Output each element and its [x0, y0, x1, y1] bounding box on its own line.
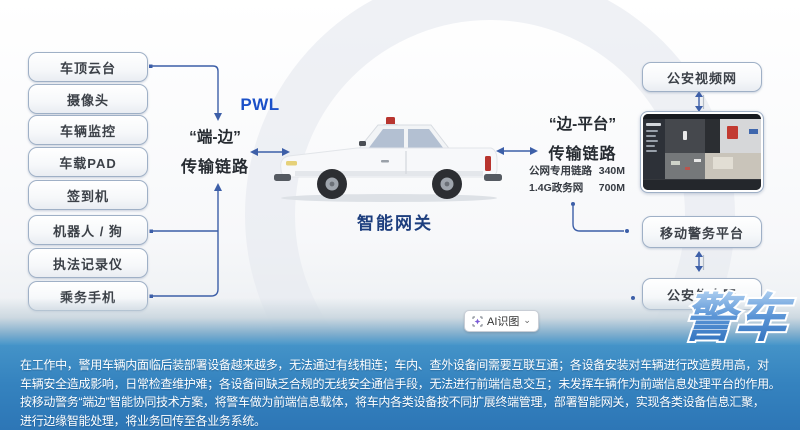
ai-scan-icon	[472, 315, 483, 327]
car-rear-window	[408, 129, 444, 149]
device-label: 签到机	[66, 188, 109, 204]
gateway-label: 智能网关	[357, 214, 433, 233]
node-mobile-police-platform: 移动警务平台	[642, 216, 762, 248]
video-pane-2	[705, 119, 761, 153]
description-line: 按移动警务“端边”智能协同技术方案，将警车做为前端信息载体，将车内各类设备按不同…	[20, 395, 765, 409]
car-tail-light	[485, 156, 491, 171]
platform-link-subtitle: 传输链路	[548, 146, 617, 163]
bandwidth-value: 340M	[598, 165, 625, 177]
police-car-illustration	[274, 117, 502, 202]
app-toolbar	[643, 114, 761, 119]
bandwidth-name: 1.4G政务网	[529, 182, 584, 194]
car-skirt	[295, 171, 483, 176]
node-label: 公安视频网	[666, 70, 737, 86]
police-beacon	[386, 117, 395, 126]
pwl-label: PWL	[240, 95, 280, 114]
edge-link-title: “端-边”	[189, 129, 241, 146]
description-line: 车辆安全造成影响，日常检查维护难；各设备间缺乏合规的无线安全通信手段，无法进行前…	[20, 376, 781, 391]
car-ground-shadow	[281, 194, 497, 202]
device-box-body-camera: 执法记录仪	[28, 248, 148, 278]
device-box-signin-machine: 签到机	[28, 180, 148, 210]
app-timeline	[643, 179, 761, 190]
video-pane-3	[665, 153, 705, 179]
node-label: 移动警务平台	[659, 225, 744, 241]
device-box-vehicle-monitor: 车辆监控	[28, 115, 148, 145]
bandwidth-row: 公网专用链路 340M	[529, 163, 625, 180]
police-car-logo: 警车	[679, 288, 798, 350]
red-truck	[727, 126, 738, 139]
bandwidth-name: 公网专用链路	[529, 165, 592, 177]
device-box-roof-gimbal: 车顶云台	[28, 52, 148, 82]
ai-badge-label: AI识图	[487, 316, 520, 328]
video-wall-screenshot	[640, 111, 764, 193]
device-label: 摄像头	[66, 92, 109, 108]
car-rear-wheel	[432, 169, 462, 199]
car-front-bumper	[274, 174, 291, 181]
link-bandwidth-table: 公网专用链路 340M 1.4G政务网 700M	[529, 163, 625, 197]
car-rear-bumper	[484, 174, 502, 181]
device-label: 车辆监控	[59, 123, 116, 139]
description-line: 进行边缘智能处理，将业务回传至各业务系统。	[20, 413, 266, 428]
device-label: 车顶云台	[59, 60, 116, 76]
car-headlight	[286, 161, 297, 166]
device-label: 车载PAD	[59, 155, 117, 171]
chevron-down-icon[interactable]: ⌄	[523, 314, 531, 325]
app-sidebar	[643, 119, 665, 180]
description-line: 在工作中，警用车辆内面临后装部署设备越来越多，无法通过有线相连；车内、查外设备间…	[20, 358, 769, 372]
logo-text: 警车	[681, 290, 796, 348]
device-box-robot-dog: 机器人 / 狗	[28, 215, 148, 245]
car-mirror	[359, 141, 366, 146]
device-box-crew-phone: 乘务手机	[28, 281, 148, 311]
device-label: 机器人 / 狗	[53, 223, 123, 239]
video-pane-1	[665, 119, 705, 153]
bandwidth-row: 1.4G政务网 700M	[529, 180, 625, 197]
device-box-camera: 摄像头	[28, 84, 148, 114]
video-pane-4	[705, 153, 761, 179]
car-front-window	[368, 129, 404, 149]
node-public-security-video-network: 公安视频网	[642, 62, 762, 92]
platform-link-title: “边-平台”	[548, 116, 617, 133]
device-box-vehicle-pad: 车载PAD	[28, 147, 148, 177]
surveillance-app-thumbnail	[643, 114, 761, 190]
ai-recognition-badge[interactable]: AI识图 ⌄	[464, 310, 539, 332]
edge-link-subtitle: 传输链路	[180, 159, 249, 176]
device-label: 执法记录仪	[52, 256, 123, 272]
description-panel: 在工作中，警用车辆内面临后装部署设备越来越多，无法通过有线相连；车内、查外设备间…	[0, 345, 800, 430]
car-door-handle	[381, 160, 389, 163]
bandwidth-value: 700M	[598, 182, 625, 194]
device-label: 乘务手机	[59, 289, 116, 305]
car-front-wheel	[317, 169, 347, 199]
